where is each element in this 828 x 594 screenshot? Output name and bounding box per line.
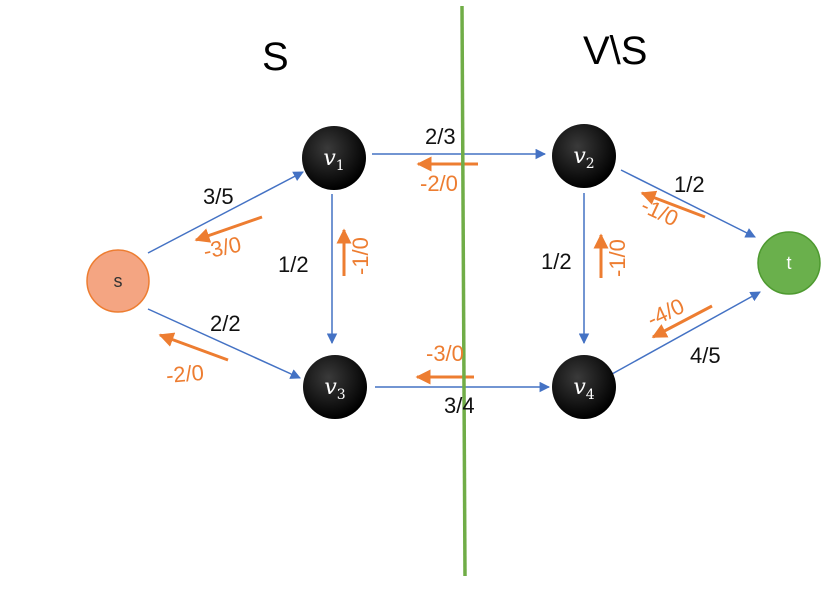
set-label-v-minus-s: V\S [583, 29, 647, 73]
node-label-v1: v1 [323, 146, 344, 174]
residual-label-s-v3: -2/0 [165, 360, 205, 388]
node-label-s: s [114, 271, 123, 291]
residual-label-v2-v4: -1/0 [605, 239, 630, 277]
residual-arrow-v3-s [158, 332, 229, 362]
node-label-v2: v2 [573, 144, 594, 172]
node-v1: v1 [302, 126, 366, 190]
flow-label-v1-v2: 2/3 [425, 124, 456, 149]
edge-v4-t [611, 291, 761, 375]
flow-label-v1-v3: 1/2 [278, 252, 309, 277]
set-label-s: S [262, 35, 289, 79]
edge-v2-t [620, 169, 756, 238]
residual-arrow-t-v2 [640, 190, 706, 219]
node-v2: v2 [552, 124, 616, 188]
residual-arrow-t-v4 [651, 304, 713, 339]
residual-label-v1-v3: -1/0 [348, 237, 373, 275]
flow-label-s-v1: 3/5 [203, 184, 234, 209]
edge-s-v3 [147, 308, 301, 379]
node-s: s [86, 249, 150, 313]
node-t: t [757, 231, 821, 295]
residual-label-v2-t: -1/0 [637, 193, 682, 232]
node-label-v3: v3 [324, 375, 345, 403]
node-v3: v3 [303, 355, 367, 419]
node-label-t: t [786, 253, 791, 273]
edge-s-v1 [147, 171, 304, 254]
flow-label-v2-v4: 1/2 [541, 249, 572, 274]
flow-label-v4-t: 4/5 [690, 343, 721, 368]
flow-label-s-v3: 2/2 [210, 311, 241, 336]
residual-label-v1-v2: -2/0 [420, 171, 458, 196]
residual-arrow-v1-s [194, 215, 263, 243]
flow-label-v3-v4: 3/4 [444, 393, 475, 418]
flow-label-v2-t: 1/2 [674, 172, 705, 197]
residual-label-v3-v4: -3/0 [426, 341, 464, 366]
cut-line [460, 5, 467, 577]
node-label-v4: v4 [573, 375, 594, 403]
node-v4: v4 [552, 355, 616, 419]
residual-label-v4-t: -4/0 [643, 293, 688, 332]
